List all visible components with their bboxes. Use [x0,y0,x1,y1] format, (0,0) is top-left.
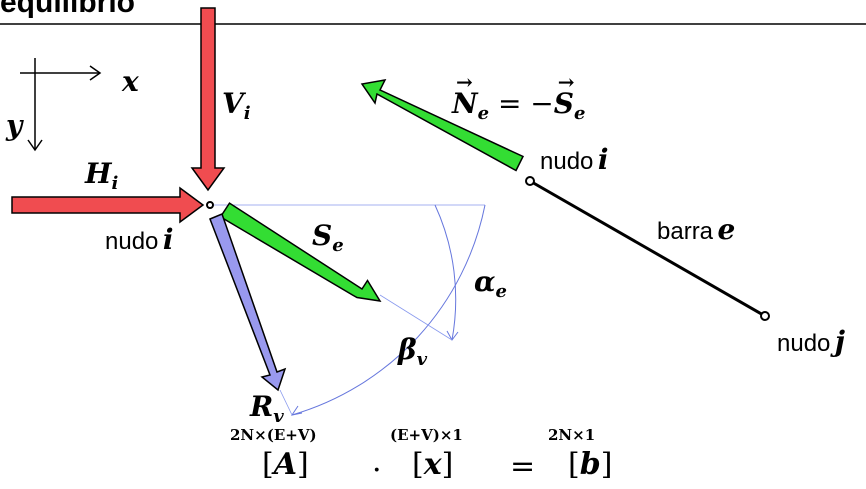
node-j-label: nudo j [777,325,845,358]
x-axis-arrowhead [89,65,102,81]
equals-sign: = [510,449,536,484]
x-axis-label: x [122,65,139,98]
alpha-label: αe [474,265,507,302]
node-i-right-label: nudo i [540,143,609,176]
vector-x: [x] [412,447,454,482]
node-i-left-marker [206,201,214,209]
V-label: Vi [222,87,251,124]
vector-b: [b] [568,447,613,482]
axes [20,58,102,152]
beta-arc-head [290,405,303,416]
S-extension-line [379,294,453,341]
force-H-arrow [11,186,205,224]
A-dimension: 2N×(E+V) [230,426,317,444]
R-label: Rv [250,390,284,427]
force-V-arrow [190,7,226,192]
y-axis-label: y [6,109,23,142]
page-title: equilibrio [0,0,135,19]
bar-e-label: barra e [657,213,736,246]
N-equation-label: Ne = −Se [452,72,585,123]
force-R-arrow [209,213,287,392]
S-label: Se [312,219,344,256]
beta-arc [291,204,486,416]
force-N-arrow [360,79,525,172]
alpha-arc [434,204,457,341]
product-dot: · [372,453,382,488]
node-i-right-marker [525,176,535,186]
y-axis-arrowhead [27,139,43,152]
b-dimension: 2N×1 [548,426,596,444]
R-extension-line [279,389,293,416]
force-S-arrow [219,202,382,302]
x-dimension: (E+V)×1 [390,426,463,444]
beta-label: βv [398,333,428,370]
bar-e [529,179,766,318]
matrix-A: [A] [262,447,309,482]
H-label: Hi [85,157,119,194]
node-i-left-label: nudo i [105,223,174,256]
node-j-marker [760,311,770,321]
